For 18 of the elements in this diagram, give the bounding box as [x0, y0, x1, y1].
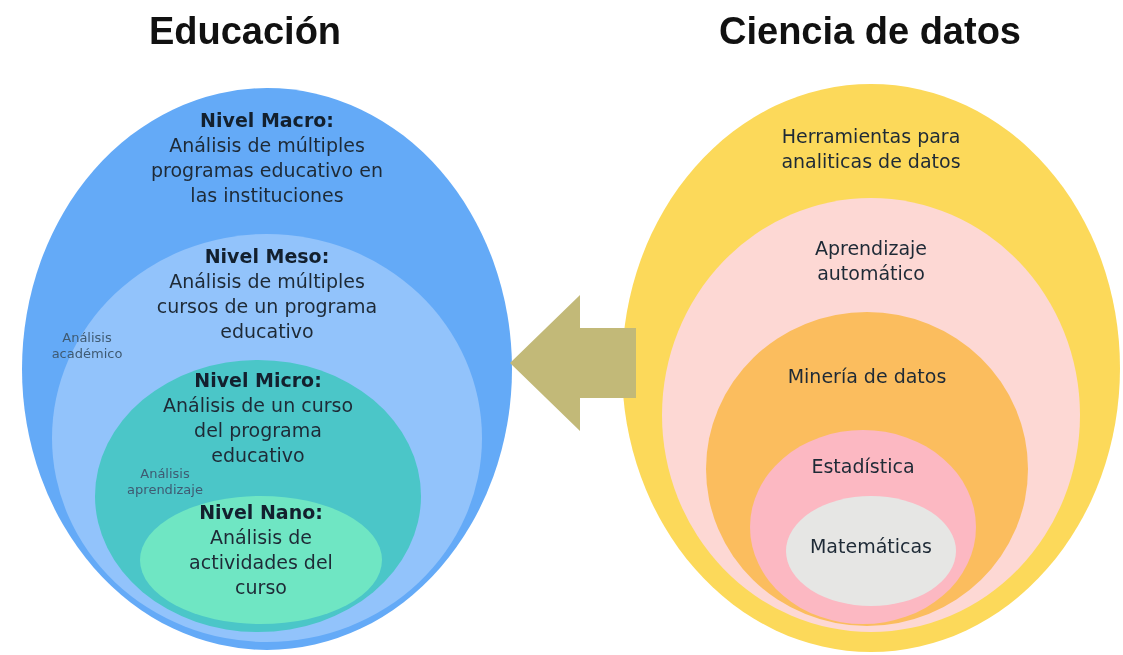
ellipse-label: Análisis de múltiples programas educativo en las instituciones — [150, 133, 384, 208]
level-heading: Nivel Meso: — [204, 244, 330, 269]
section-heading: Educación — [147, 9, 343, 54]
ellipse-label: Estadística — [811, 454, 915, 479]
ellipse-label: Análisis de múltiples cursos de un programa educativo — [155, 269, 379, 344]
level-heading: Nivel Micro: — [194, 368, 322, 393]
section-heading: Ciencia de datos — [718, 9, 1022, 54]
side-note: Análisis aprendizaje — [126, 466, 204, 498]
ellipse-label: Herramientas para analiticas de datos — [780, 124, 962, 174]
level-heading: Nivel Nano: — [199, 500, 323, 525]
ellipse-label: Aprendizaje automático — [813, 236, 929, 286]
ellipse-label: Matemáticas — [809, 534, 932, 559]
side-note: Análisis académico — [50, 330, 124, 362]
block-arrow — [510, 295, 636, 431]
level-heading: Nivel Macro: — [200, 108, 334, 133]
ellipse-label: Análisis de actividades del curso — [188, 525, 334, 600]
ellipse-label: Análisis de un curso del programa educativo — [161, 393, 355, 468]
ellipse-label: Minería de datos — [787, 364, 947, 389]
